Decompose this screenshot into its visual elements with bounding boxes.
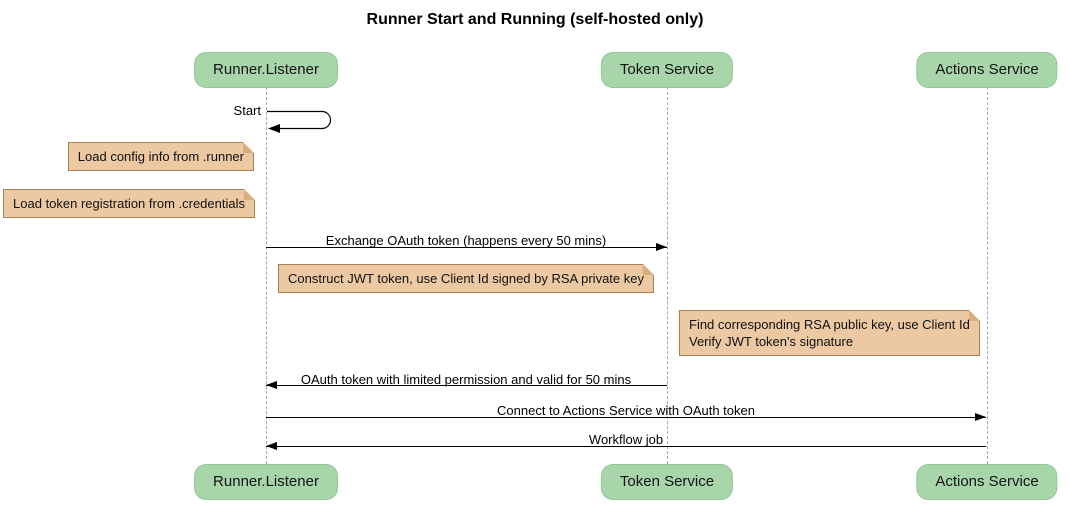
- note-load-config: Load config info from .runner: [67, 142, 255, 171]
- message-start-label: Start: [233, 103, 261, 118]
- arrowhead-left-icon: [268, 124, 280, 133]
- arrow-oauth-return: [266, 385, 667, 386]
- participant-runner-listener-bottom: Runner.Listener: [194, 464, 338, 500]
- arrowhead-right-icon: [975, 413, 986, 421]
- arrowhead-right-icon: [656, 243, 667, 251]
- message-workflow-job-label: Workflow job: [588, 432, 664, 447]
- diagram-title: Runner Start and Running (self-hosted on…: [366, 11, 704, 28]
- lifeline-runner-listener: [266, 87, 267, 464]
- arrow-connect-actions: [266, 417, 986, 418]
- lifeline-token-service: [667, 87, 668, 464]
- note-load-token-registration: Load token registration from .credential…: [3, 189, 255, 218]
- participant-actions-service-top: Actions Service: [916, 52, 1058, 88]
- self-loop-arrow: [267, 110, 332, 133]
- message-connect-actions-label: Connect to Actions Service with OAuth to…: [497, 403, 755, 418]
- note-find-rsa-key: Find corresponding RSA public key, use C…: [679, 310, 980, 356]
- participant-token-service-top: Token Service: [600, 52, 734, 88]
- message-exchange-oauth-label: Exchange OAuth token (happens every 50 m…: [325, 233, 607, 248]
- arrow-workflow-job: [266, 446, 986, 447]
- arrowhead-left-icon: [266, 381, 277, 389]
- participant-token-service-bottom: Token Service: [600, 464, 734, 500]
- message-oauth-return-label: OAuth token with limited permission and …: [300, 372, 632, 387]
- lifeline-actions-service: [987, 87, 988, 464]
- arrowhead-left-icon: [266, 442, 277, 450]
- participant-actions-service-bottom: Actions Service: [916, 464, 1058, 500]
- note-construct-jwt: Construct JWT token, use Client Id signe…: [278, 264, 654, 293]
- participant-runner-listener-top: Runner.Listener: [194, 52, 338, 88]
- arrow-exchange-oauth: [266, 247, 667, 248]
